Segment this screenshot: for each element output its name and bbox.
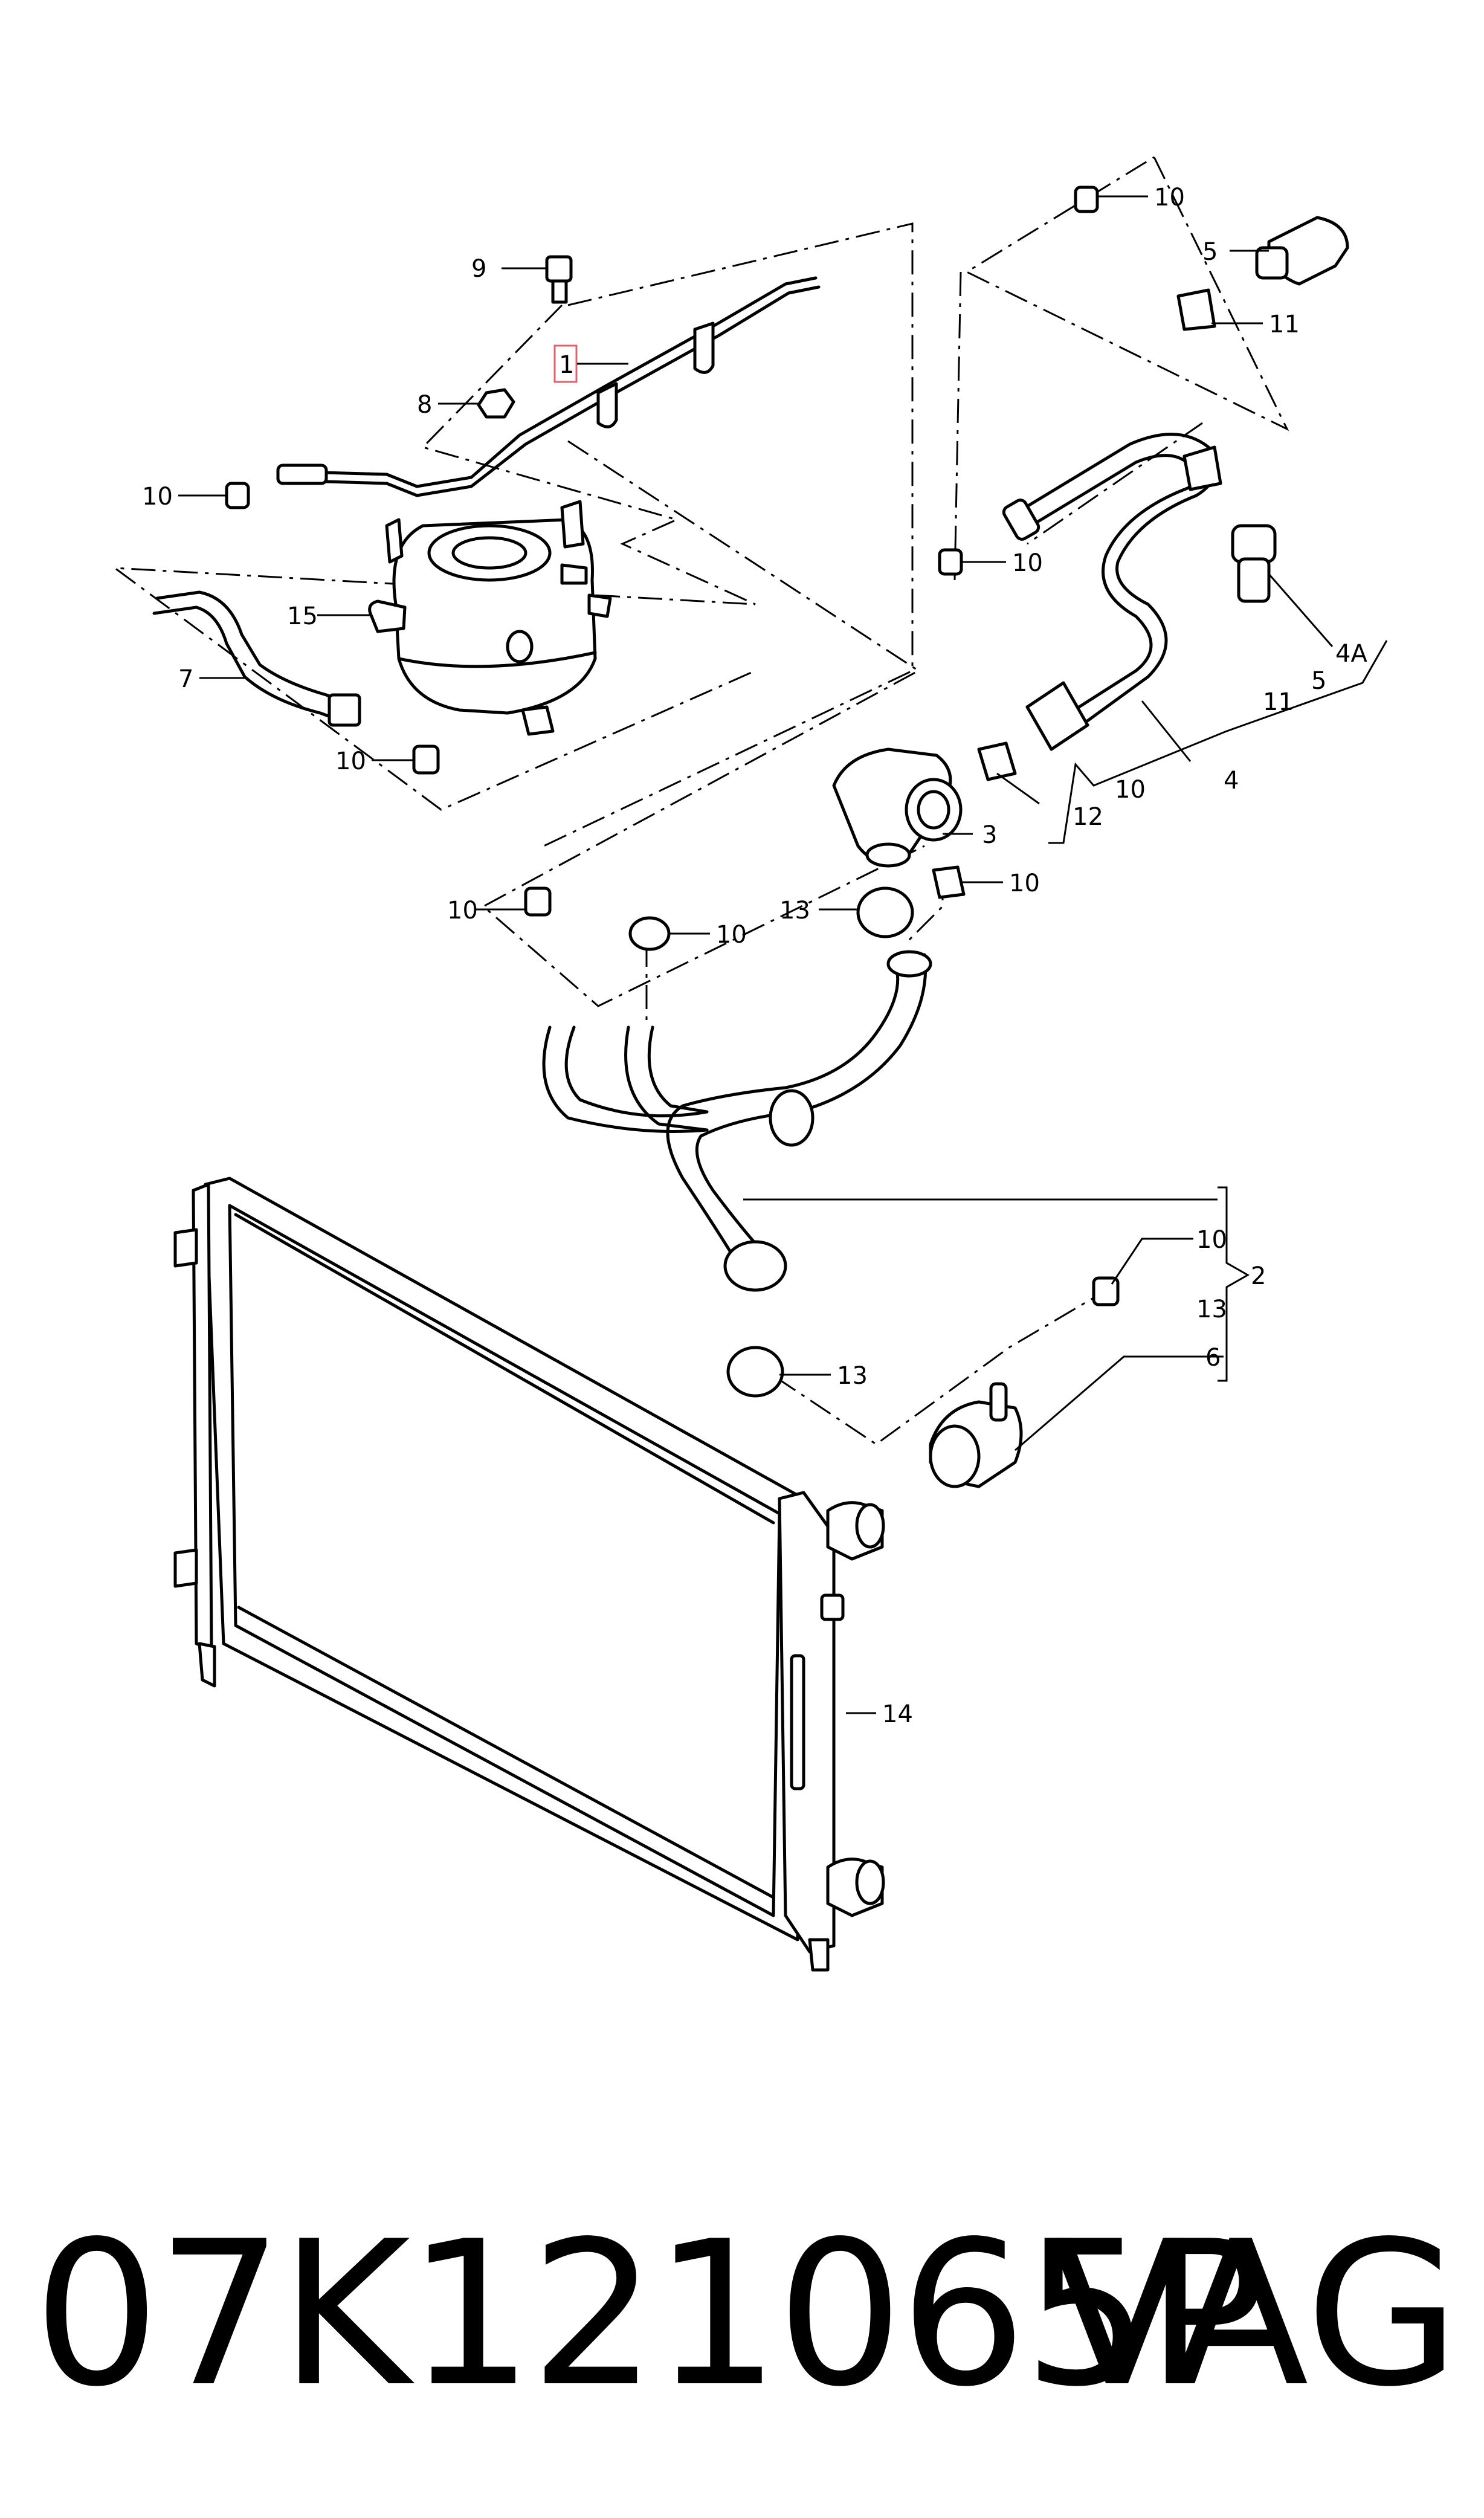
callout-8: 8 [417, 391, 432, 419]
clamp-10-h[interactable] [1092, 1276, 1120, 1306]
clip-11[interactable] [1176, 288, 1216, 331]
clamp-10-b[interactable] [412, 744, 440, 775]
callout-5-b: 5 [1311, 667, 1326, 695]
callout-4a: 4A [1335, 640, 1367, 668]
callout-11-b: 11 [1263, 688, 1294, 716]
callout-13-a: 13 [779, 897, 810, 925]
callout-5: 5 [1202, 238, 1218, 266]
callout-12: 12 [1073, 803, 1103, 831]
callout-10-d: 10 [1012, 549, 1043, 577]
radiator-14[interactable] [173, 1177, 885, 1972]
clip-12[interactable] [977, 741, 1017, 781]
clamp-10-e[interactable] [932, 865, 966, 899]
coolant-pipe-1[interactable] [276, 276, 821, 497]
clamp-10-a[interactable] [225, 482, 250, 509]
part-number: 07K121065P [33, 2198, 1266, 2430]
nut-8[interactable] [477, 388, 515, 419]
callout-11-a: 11 [1269, 311, 1300, 338]
callout-10-i: 10 [1196, 1226, 1227, 1254]
connector-6[interactable] [929, 1382, 1023, 1488]
callout-labels: 9 1 8 10 15 7 10 10 5 11 10 4A 11 5 4 10… [142, 184, 1367, 1728]
footer: 07K121065P VAG [0, 2187, 1484, 2441]
callout-10-e: 10 [1115, 776, 1146, 804]
callout-10-g: 10 [447, 897, 478, 925]
callout-10-c: 10 [1154, 184, 1185, 211]
clamp-10-d[interactable] [938, 548, 963, 576]
callout-1: 1 [559, 351, 574, 379]
callout-4: 4 [1224, 767, 1239, 795]
cooling-system-diagram: 9 1 8 10 15 7 10 10 5 11 10 4A 11 5 4 10… [112, 156, 1388, 1972]
callout-10-b: 10 [335, 747, 366, 775]
hose-7[interactable] [152, 590, 361, 727]
hose-4[interactable] [1002, 433, 1222, 751]
callout-9: 9 [471, 255, 486, 283]
callout-6: 6 [1205, 1344, 1221, 1372]
callout-10-h: 10 [716, 921, 747, 949]
callout-15: 15 [287, 602, 318, 630]
connector-4a[interactable] [1231, 524, 1277, 603]
brand-name: VAG [1048, 2198, 1460, 2430]
clamp-13-a[interactable] [856, 886, 914, 938]
callout-7: 7 [178, 665, 193, 693]
thermostat-housing-3[interactable] [832, 747, 963, 868]
callout-13-c: 13 [837, 1362, 868, 1390]
connector-5[interactable] [1255, 216, 1349, 286]
leader-lines [178, 195, 1388, 1714]
hose-assembly-2[interactable] [542, 950, 932, 1292]
callout-13-b: 13 [1196, 1296, 1227, 1323]
callout-10-a: 10 [142, 483, 173, 511]
bolt-9[interactable] [545, 255, 573, 304]
callout-1-highlight-box [553, 344, 578, 383]
callout-2: 2 [1251, 1262, 1266, 1290]
expansion-tank-15[interactable] [368, 500, 612, 736]
callout-3: 3 [982, 821, 997, 849]
callout-14: 14 [882, 1700, 913, 1728]
callout-10-f: 10 [1009, 870, 1040, 897]
clamp-10-g[interactable] [628, 916, 671, 951]
clamp-10-f[interactable] [524, 886, 552, 917]
clamp-13-b[interactable] [726, 1346, 784, 1398]
clamp-10-c[interactable] [1074, 186, 1099, 213]
